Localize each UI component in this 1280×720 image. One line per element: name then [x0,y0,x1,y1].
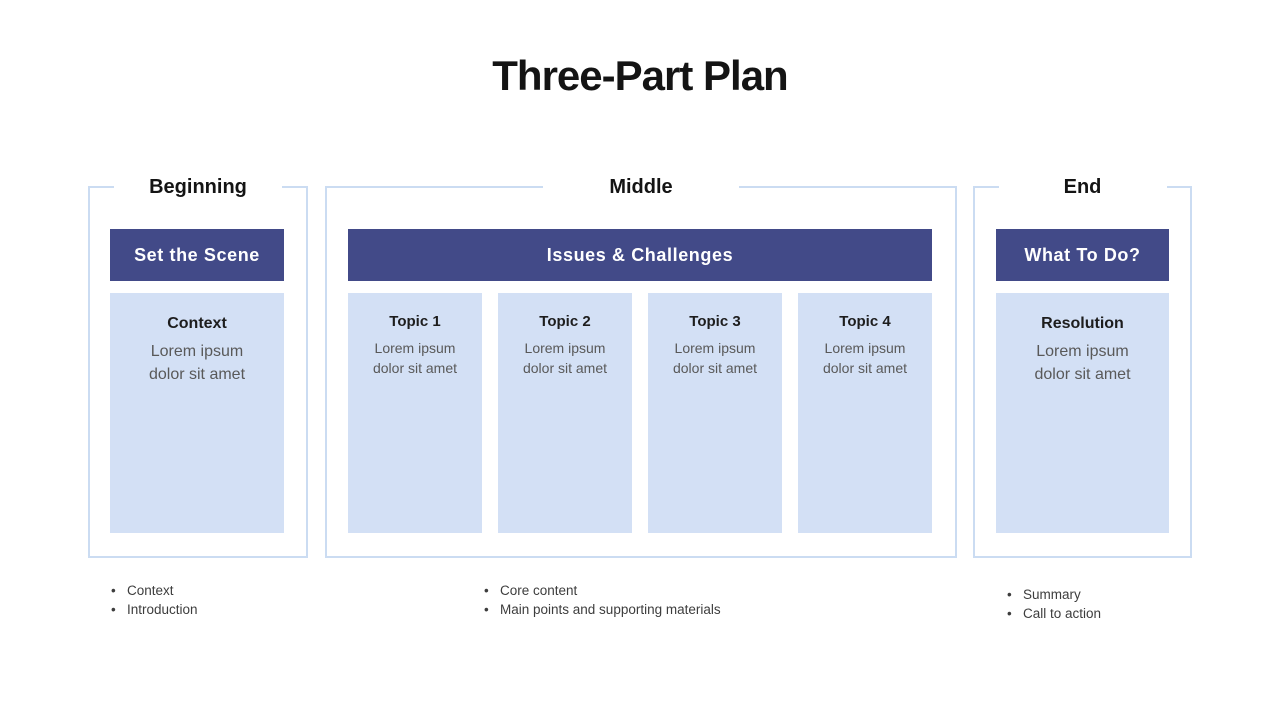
section-beginning-header: Set the Scene [110,229,284,281]
section-beginning-label: Beginning [114,174,282,200]
card-body: Lorem ipsum dolor sit amet [522,340,608,376]
section-beginning: Beginning Set the Scene Context Lorem ip… [88,174,308,558]
card-resolution: Resolution Lorem ipsum dolor sit amet [996,293,1169,533]
section-end: End What To Do? Resolution Lorem ipsum d… [973,174,1192,558]
card-title: Topic 2 [539,313,591,330]
section-end-cards: Resolution Lorem ipsum dolor sit amet [996,293,1169,533]
card-title: Resolution [1041,315,1124,332]
card-body: Lorem ipsum dolor sit amet [822,340,908,376]
section-middle-label: Middle [543,174,739,200]
slide-title: Three-Part Plan [492,52,788,99]
section-beginning-cards: Context Lorem ipsum dolor sit amet [110,293,284,533]
note-item: Main points and supporting materials [483,600,721,619]
card-topic-1: Topic 1 Lorem ipsum dolor sit amet [348,293,482,533]
card-topic-2: Topic 2 Lorem ipsum dolor sit amet [498,293,632,533]
note-item: Call to action [1006,604,1101,623]
card-topic-4: Topic 4 Lorem ipsum dolor sit amet [798,293,932,533]
card-body: Lorem ipsum dolor sit amet [372,340,458,376]
card-context: Context Lorem ipsum dolor sit amet [110,293,284,533]
note-item: Core content [483,581,721,600]
section-middle-header-label: Issues & Challenges [546,244,734,265]
section-middle-cards: Topic 1 Lorem ipsum dolor sit amet Topic… [348,293,932,533]
card-title: Topic 1 [389,313,441,330]
section-middle-header: Issues & Challenges [348,229,932,281]
card-title: Topic 3 [689,313,741,330]
section-end-label: End [998,174,1167,200]
note-item: Context [110,581,198,600]
card-topic-3: Topic 3 Lorem ipsum dolor sit amet [648,293,782,533]
notes-middle: Core content Main points and supporting … [483,581,721,619]
card-body: Lorem ipsum dolor sit amet [148,343,246,383]
section-middle: Middle Issues & Challenges Topic 1 Lorem… [325,174,957,558]
section-end-header-label: What To Do? [1024,244,1141,265]
section-end-header: What To Do? [996,229,1169,281]
section-beginning-header-label: Set the Scene [134,244,260,265]
card-title: Context [167,315,227,332]
note-item: Introduction [110,600,198,619]
note-item: Summary [1006,585,1101,604]
card-body: Lorem ipsum dolor sit amet [672,340,758,376]
notes-end: Summary Call to action [1006,585,1101,623]
card-title: Topic 4 [839,313,891,330]
card-body: Lorem ipsum dolor sit amet [1034,343,1131,383]
notes-beginning: Context Introduction [110,581,198,619]
